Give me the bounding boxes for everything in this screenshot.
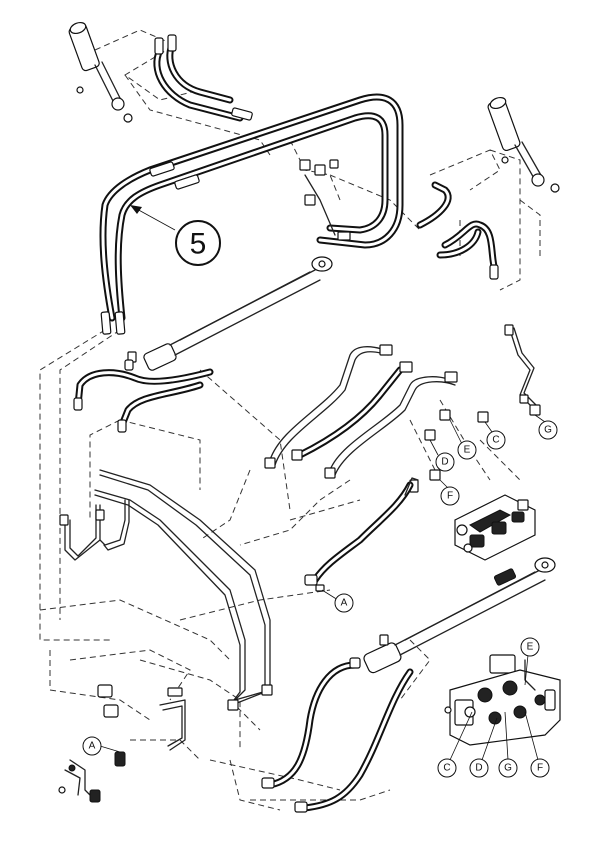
upper-left-cylinder	[68, 21, 133, 123]
callout-f-lower-label: F	[537, 763, 543, 774]
middle-left-hose	[73, 359, 214, 433]
callout-c-lower: C	[437, 758, 457, 778]
callout-g-upper-label: G	[544, 425, 552, 436]
callout-f-upper-label: F	[447, 491, 453, 502]
callout-g-upper: G	[538, 420, 558, 440]
upper-right-cylinder	[487, 96, 560, 193]
callout-d-lower: D	[469, 758, 489, 778]
upper-curly-hoses	[153, 34, 253, 122]
main-callout-circle	[175, 220, 221, 266]
callout-g-lower-label: G	[504, 763, 512, 774]
callout-a-left-label: A	[89, 741, 96, 752]
dashed-guide-lines	[39, 29, 541, 811]
callout-d-upper: D	[435, 452, 455, 472]
main-callout: 5	[130, 205, 221, 266]
middle-lift-cylinder	[127, 256, 333, 371]
callout-e-upper: E	[457, 440, 477, 460]
right-curly-hoses	[416, 181, 499, 280]
callout-e-lower: E	[520, 637, 540, 657]
callout-c-lower-label: C	[443, 763, 450, 774]
left-frame-tubes	[59, 469, 273, 711]
callout-a-left: A	[82, 736, 102, 756]
callout-c-upper: C	[486, 430, 506, 450]
callout-f-upper: F	[440, 486, 460, 506]
callout-a-right-label: A	[341, 598, 348, 609]
valve-to-a-hose	[304, 477, 419, 592]
callout-e-lower-label: E	[527, 642, 534, 653]
lower-left-linkage	[58, 684, 186, 803]
lower-lift-cylinder	[363, 557, 556, 674]
upper-valve-block	[454, 494, 536, 561]
upper-valve-fittings	[409, 409, 489, 493]
main-callout-label: 5	[190, 228, 207, 261]
callout-d-upper-label: D	[441, 457, 448, 468]
callout-e-upper-label: E	[464, 445, 471, 456]
callout-g-lower: G	[498, 758, 518, 778]
callout-f-lower: F	[530, 758, 550, 778]
rigid-tubes	[264, 344, 458, 479]
upper-fittings	[299, 159, 351, 241]
hose-assembly-5	[99, 93, 404, 335]
callout-leaders	[99, 414, 546, 761]
lower-valve-detail	[444, 654, 561, 746]
callout-c-upper-label: C	[492, 435, 499, 446]
callout-d-lower-label: D	[475, 763, 482, 774]
callout-a-right: A	[334, 593, 354, 613]
lower-hose	[261, 657, 414, 813]
right-small-tube	[504, 324, 541, 416]
